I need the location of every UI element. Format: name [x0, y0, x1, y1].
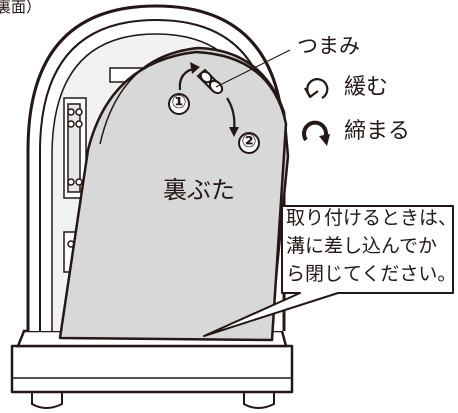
knob-leader: [215, 49, 291, 88]
back-cover-label: 裏ぶた: [163, 176, 235, 204]
clockwise-arrow-icon: [302, 120, 328, 142]
counterclockwise-arrow-icon: [304, 78, 329, 99]
device-feet: [31, 391, 275, 409]
step-2-circle: [238, 132, 260, 154]
turn-arrowhead-down: [229, 127, 239, 137]
step-1-circle: [168, 93, 190, 115]
loosen-label: 緩む: [344, 75, 389, 100]
callout: [203, 205, 454, 337]
note-line: 取り付けるときは、: [286, 207, 458, 229]
turn-arrowhead-up: [190, 62, 200, 74]
corner-label: 裏面）: [0, 0, 42, 16]
clockwise-arrowhead: [319, 134, 330, 146]
step-2-label: ②: [241, 131, 257, 152]
installation-note: 取り付けるときは、 溝に差し込んでか ら閉じてください。: [282, 203, 458, 293]
note-line: ら閉じてください。: [286, 263, 457, 285]
step-1-label: ①: [171, 92, 187, 113]
note-line: 溝に差し込んでか: [286, 235, 438, 257]
tighten-label: 締まる: [344, 119, 411, 144]
knob-label: つまみ: [297, 34, 360, 58]
